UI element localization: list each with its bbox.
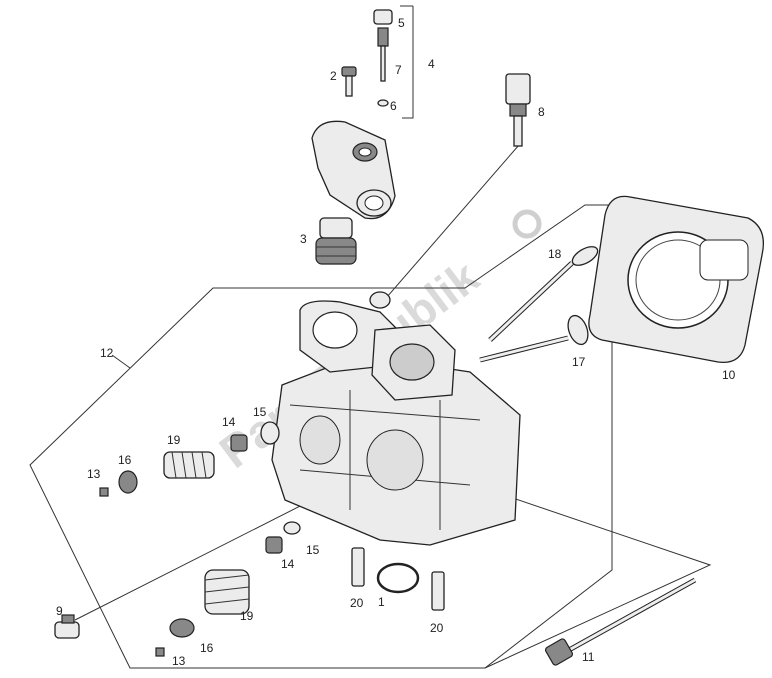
- label-part-20-left: 20: [350, 596, 364, 610]
- label-part-18: 18: [548, 247, 562, 261]
- label-part-2: 2: [330, 69, 337, 83]
- part-19-spring-lower: [204, 569, 250, 615]
- label-part-20-right: 20: [430, 621, 444, 635]
- part-19-spring-upper: [163, 451, 215, 479]
- label-part-14-lower: 14: [281, 557, 295, 571]
- label-part-15-upper: 15: [253, 405, 267, 419]
- label-part-14-upper: 14: [222, 415, 236, 429]
- part-1-o-ring: [376, 562, 420, 594]
- label-part-13-upper: 13: [87, 467, 101, 481]
- part-7-pin-shaft: [380, 45, 386, 82]
- part-20-dowel-right: [431, 571, 445, 611]
- label-part-4: 4: [428, 57, 435, 71]
- part-18-valve: [488, 246, 599, 342]
- label-part-16-lower: 16: [200, 641, 214, 655]
- part-10-cylinder-head-gasket: [588, 195, 765, 364]
- part-5-cap: [373, 9, 393, 25]
- part-15-seat-lower: [283, 521, 301, 535]
- part-2-bolt: [341, 66, 357, 97]
- part-9-plug: [54, 614, 80, 639]
- watermark-gear-icon: [512, 209, 542, 239]
- part-17-valve: [479, 314, 589, 363]
- label-part-10: 10: [722, 368, 736, 382]
- part-11-bolt: [544, 577, 697, 666]
- part-14-seal-upper: [230, 434, 248, 452]
- label-part-15-lower: 15: [306, 543, 320, 557]
- label-part-3: 3: [300, 232, 307, 246]
- part-6-washer: [377, 99, 389, 107]
- upper-valve-spring-set: [99, 421, 280, 497]
- part-15-seat-upper: [260, 421, 280, 445]
- part-13-cotter-upper: [99, 487, 109, 497]
- part-8-temperature-sensor: [505, 73, 531, 147]
- label-part-9: 9: [56, 604, 63, 618]
- part-16-retainer-upper: [118, 470, 138, 494]
- part-13-cotter-lower: [155, 647, 165, 657]
- part-3-thermostat: [315, 217, 357, 265]
- label-part-7: 7: [395, 63, 402, 77]
- label-part-8: 8: [538, 105, 545, 119]
- label-part-17: 17: [572, 355, 586, 369]
- part-14-seal-lower: [265, 536, 283, 554]
- thermostat-housing: [311, 120, 396, 220]
- label-part-11: 11: [582, 650, 595, 664]
- lower-valve-spring-set: [155, 521, 301, 657]
- part-20-dowel-left: [351, 547, 365, 587]
- label-part-12: 12: [100, 346, 114, 360]
- part-4-assembly: [373, 9, 393, 107]
- label-part-16-upper: 16: [118, 453, 132, 467]
- label-part-13-lower: 13: [172, 654, 186, 668]
- label-part-5: 5: [398, 16, 405, 30]
- part-12-cylinder-head: [271, 291, 521, 546]
- label-part-1: 1: [378, 595, 385, 609]
- part-7-pin-head: [377, 27, 389, 47]
- label-part-19-lower: 19: [240, 609, 254, 623]
- part-16-retainer-lower: [169, 618, 195, 638]
- label-part-19-upper: 19: [167, 433, 181, 447]
- label-part-6: 6: [390, 99, 397, 113]
- callout-labels: 5 4 2 7 6 8 3 18 17 10 12 15 14 19 16 13…: [56, 16, 736, 668]
